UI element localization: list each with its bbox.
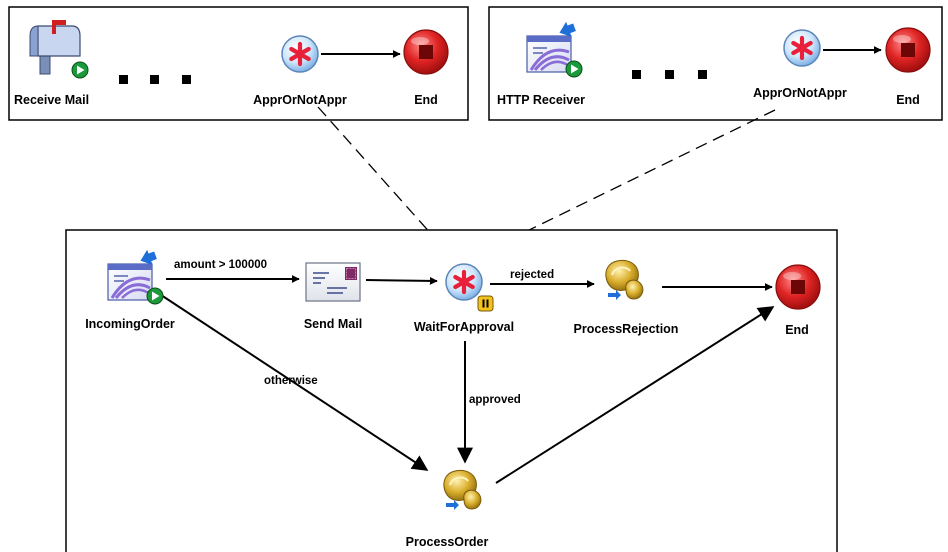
edge-otherwise-label: otherwise (264, 375, 318, 387)
process-a-wait-label: ApprOrNotAppr (253, 93, 347, 107)
process-rejection-label: ProcessRejection (574, 322, 679, 336)
edge-otherwise (157, 292, 429, 471)
mailbox-icon[interactable] (29, 20, 89, 79)
process-a-wait-node[interactable] (282, 36, 318, 72)
play-icon (565, 60, 583, 78)
edge-order-end (495, 306, 775, 484)
main-end-node[interactable] (775, 264, 821, 310)
process-b-wait-node[interactable] (784, 30, 820, 66)
process-b-ellipsis (632, 70, 707, 79)
process-b-wait-label: ApprOrNotAppr (753, 86, 847, 100)
dashed-link-a (317, 106, 451, 256)
send-mail-label: Send Mail (304, 317, 362, 331)
process-a-frame (8, 6, 469, 121)
process-a-start-label: Receive Mail (14, 93, 89, 107)
edge-rejected-label: rejected (510, 269, 554, 281)
wait-for-approval-label: WaitForApproval (414, 320, 514, 334)
send-mail-icon[interactable] (305, 262, 361, 302)
process-b-start-label: HTTP Receiver (497, 93, 585, 107)
incoming-order-label: IncomingOrder (85, 317, 175, 331)
wait-for-approval-node[interactable] (446, 264, 482, 300)
main-end-label: End (785, 323, 809, 337)
play-icon (146, 287, 164, 305)
pause-icon (477, 295, 494, 312)
process-order-label: ProcessOrder (406, 535, 489, 549)
process-a-end-node[interactable] (403, 29, 449, 75)
process-b-end-node[interactable] (885, 27, 931, 73)
process-a-ellipsis (119, 75, 191, 84)
edge-sendmail-wait (365, 276, 438, 285)
process-b-end-label: End (896, 93, 920, 107)
edge-amount-label: amount > 100000 (174, 259, 267, 271)
process-a-end-label: End (414, 93, 438, 107)
edge-approved-label: approved (469, 394, 521, 406)
